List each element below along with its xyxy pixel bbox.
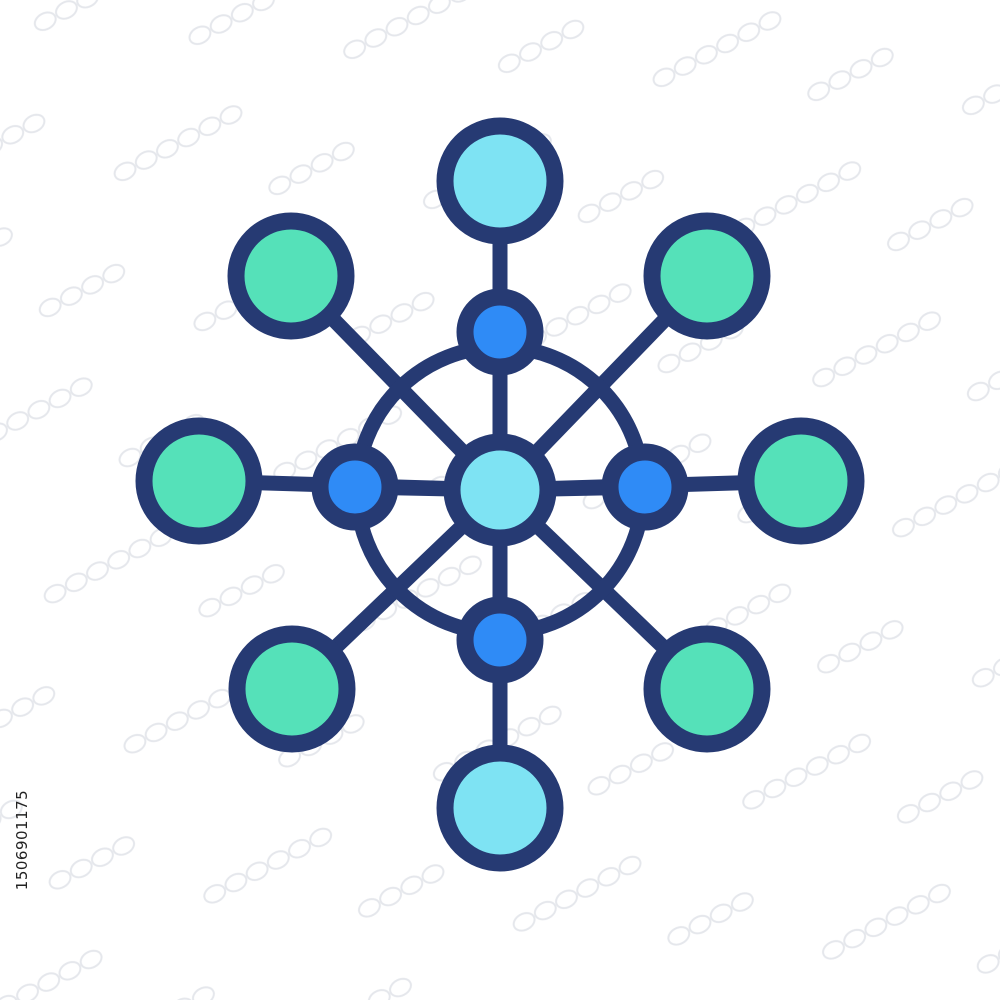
inner-node-left-icon [311, 443, 399, 531]
outer-node-bottom-right-icon [643, 625, 771, 753]
outer-node-top-right-icon [643, 212, 771, 340]
outer-node-top-left-icon [227, 212, 355, 340]
outer-node-left-icon [135, 417, 263, 545]
outer-node-top-icon [436, 117, 564, 245]
inner-node-bottom-icon [456, 596, 544, 684]
inner-node-top-icon [456, 288, 544, 376]
stock-id-label: 1506901175 [13, 789, 31, 891]
hub-node-icon [443, 433, 557, 547]
outer-node-bottom-left-icon [228, 625, 356, 753]
network-nodes [135, 117, 865, 872]
outer-node-right-icon [737, 417, 865, 545]
outer-node-bottom-icon [436, 744, 564, 872]
inner-node-right-icon [601, 443, 689, 531]
